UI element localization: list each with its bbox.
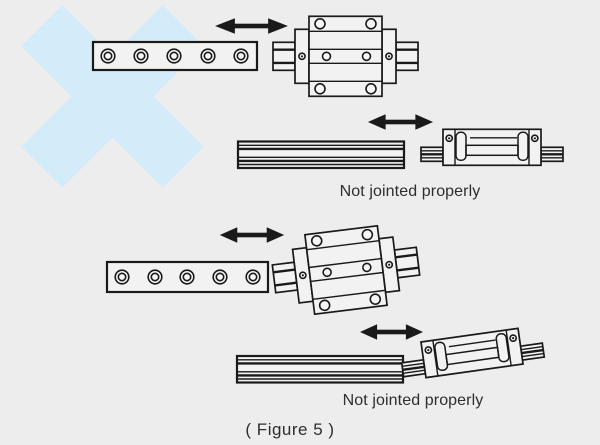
double-arrow-icon bbox=[360, 324, 423, 340]
double-arrow-icon bbox=[219, 227, 285, 243]
rail-with-mounting-holes bbox=[91, 40, 259, 72]
double-arrow-icon bbox=[215, 18, 288, 34]
not-jointed-label-2: Not jointed properly bbox=[343, 392, 484, 409]
lm-block-side-view bbox=[419, 128, 565, 167]
assembly-3-top-view-tilted bbox=[105, 220, 425, 320]
tilted-lm-block-side-view bbox=[397, 324, 547, 382]
rail-with-mounting-holes bbox=[105, 260, 270, 294]
blue-x-cross-icon bbox=[21, 5, 204, 188]
assembly-1-top-view bbox=[91, 15, 420, 98]
assembly-2-side-view: Not jointed properly bbox=[236, 114, 565, 200]
tilted-lm-block-top-view bbox=[267, 220, 425, 320]
lm-block-top-view bbox=[271, 15, 420, 98]
rail-side-view bbox=[236, 140, 406, 170]
rail-side-view bbox=[235, 354, 405, 384]
double-arrow-icon bbox=[367, 114, 434, 130]
not-jointed-label-1: Not jointed properly bbox=[340, 183, 481, 200]
figure-caption: ( Figure 5 ) bbox=[245, 420, 334, 439]
assembly-4-side-view-tilted: Not jointed properly bbox=[235, 324, 547, 409]
